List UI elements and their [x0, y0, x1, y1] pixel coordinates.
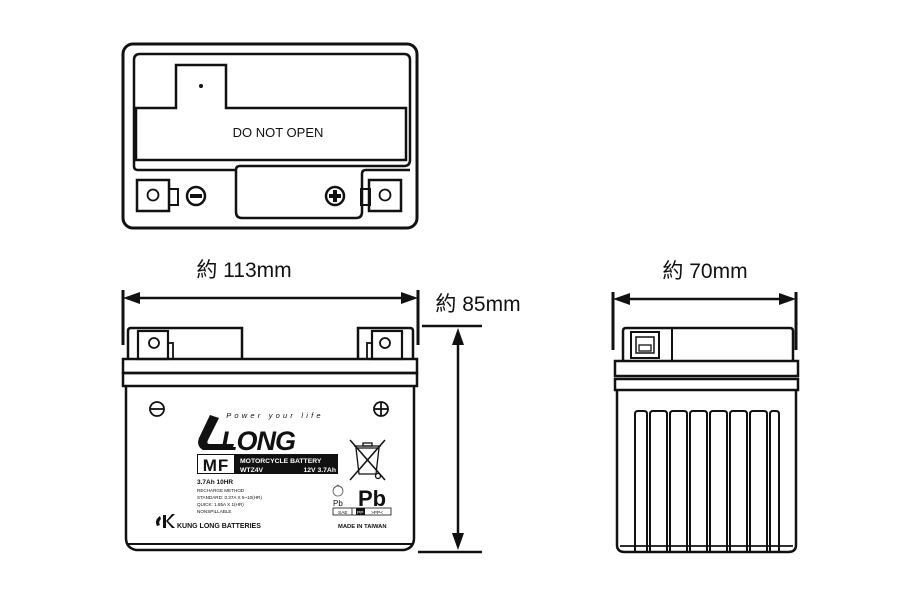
manufacturer: KUNG LONG BATTERIES [177, 523, 261, 530]
product-type: MOTORCYCLE BATTERY [240, 458, 322, 465]
label-panel [134, 63, 408, 162]
side-terminal [630, 331, 660, 359]
pb-large: Pb [358, 486, 386, 511]
recharge-standard: STANDARD: 0.37A X 5~10(HR) [197, 495, 262, 500]
long-logo: LONG [198, 415, 297, 456]
width-dimension [121, 290, 420, 345]
svg-text:SAE: SAE [338, 510, 348, 516]
side-ribs [634, 410, 780, 552]
origin: MADE IN TAIWAN [338, 524, 387, 530]
svg-text:PP: PP [357, 510, 363, 516]
plus-icon [324, 185, 346, 207]
width-label: 約 113mm [196, 259, 291, 282]
kung-long-logo-icon [156, 514, 175, 528]
lid-outline [132, 52, 412, 220]
top-view [121, 42, 419, 230]
battery-body [124, 386, 416, 552]
front-view [121, 326, 419, 552]
material-codes: SAE PP >PP< [332, 507, 392, 516]
model-number: WTZ4V [240, 467, 263, 474]
capacity: 3.7Ah 10HR [197, 479, 233, 486]
svg-text:>PP<: >PP< [371, 510, 383, 516]
depth-label: 約 70mm [662, 260, 747, 283]
height-dimension [418, 324, 482, 554]
front-positive-terminal [370, 329, 404, 361]
rating: 12V 3.7Ah [304, 467, 337, 474]
negative-terminal [135, 178, 171, 213]
recycle-icon [332, 484, 344, 497]
recharge-title: RECHARGE METHOD [197, 488, 245, 493]
tagline: Power your life [226, 411, 324, 420]
vent-dot [199, 84, 203, 88]
svg-text:LONG: LONG [221, 426, 296, 456]
height-label: 約 85mm [435, 293, 520, 316]
mf-badge: MF [203, 456, 230, 475]
crossed-bin-icon [349, 439, 386, 481]
front-negative-terminal [136, 329, 170, 361]
do-not-open-label: DO NOT OPEN [233, 125, 324, 140]
nonspillable: NONSPILLABLE [197, 509, 231, 514]
top-view-outline [121, 42, 419, 230]
pb-small: Pb [333, 499, 343, 508]
depth-dimension [611, 292, 798, 350]
front-minus-icon [149, 401, 165, 417]
recharge-quick: QUICK: 1.85A X 1(HR) [197, 502, 244, 507]
minus-icon [185, 185, 207, 207]
positive-terminal [367, 178, 403, 213]
